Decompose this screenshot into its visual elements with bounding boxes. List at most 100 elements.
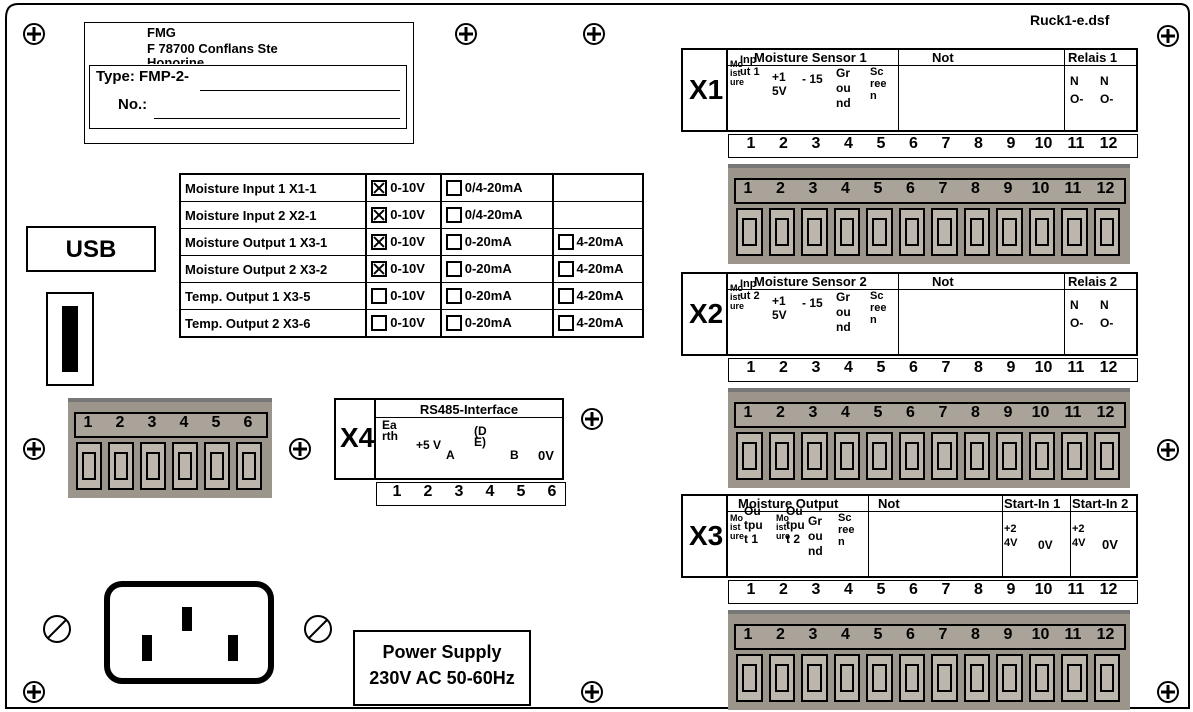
x2-pin-label: Inp ut 2 — [740, 278, 760, 302]
terminal-screw-slot[interactable] — [172, 442, 198, 490]
terminal-screw-slot[interactable] — [963, 654, 990, 702]
terminal-number: 11 — [1064, 180, 1082, 197]
checked-checkbox-icon[interactable] — [371, 180, 388, 197]
terminal-number: 4 — [841, 180, 850, 197]
terminal-screw-slot[interactable] — [1061, 654, 1088, 702]
x3-pin-label: +2 4V — [1072, 523, 1086, 549]
config-option-label: 0-10V — [390, 179, 425, 195]
terminal-screw-slot[interactable] — [833, 654, 860, 702]
pin-number: 9 — [1006, 359, 1016, 376]
terminal-screw-slot[interactable] — [768, 654, 795, 702]
terminal-screw-slot[interactable] — [866, 208, 893, 256]
checkbox-icon[interactable] — [557, 234, 574, 251]
checked-checkbox-icon[interactable] — [371, 261, 388, 278]
checkbox-icon[interactable] — [445, 315, 462, 332]
terminal-screw-slot[interactable] — [996, 208, 1023, 256]
config-option-label: 0-10V — [390, 287, 425, 303]
x4-pin-label: Ea rth — [382, 418, 398, 443]
terminal-screw-slot[interactable] — [236, 442, 262, 490]
terminal-screw-slot[interactable] — [1093, 654, 1120, 702]
terminal-screw-slot[interactable] — [768, 432, 795, 480]
pin-number: 9 — [1006, 135, 1016, 152]
checkbox-icon[interactable] — [371, 315, 388, 332]
checkbox-icon[interactable] — [371, 288, 388, 305]
terminal-screw-slot[interactable] — [801, 432, 828, 480]
terminal-screw-slot[interactable] — [1028, 432, 1055, 480]
terminal-screw-slot[interactable] — [1028, 208, 1055, 256]
config-option-label: 0-20mA — [464, 314, 512, 330]
filename: Ruck1-e.dsf — [1030, 12, 1110, 28]
terminal-screw-slot[interactable] — [931, 654, 958, 702]
terminal-screw-slot[interactable] — [140, 442, 166, 490]
terminal-number: 5 — [873, 404, 883, 421]
terminal-screw-slot[interactable] — [996, 654, 1023, 702]
checkbox-icon[interactable] — [557, 288, 574, 305]
terminal-screw-slot[interactable] — [833, 432, 860, 480]
pin-number: 5 — [876, 135, 886, 152]
slotted-screw-icon — [43, 615, 71, 643]
pin-number: 9 — [1006, 581, 1016, 598]
terminal-screw-slot[interactable] — [963, 208, 990, 256]
company-address-2: Honorine — [147, 55, 205, 64]
terminal-screw-slot[interactable] — [108, 442, 134, 490]
terminal-screw-slot[interactable] — [866, 432, 893, 480]
terminal-screw-slot[interactable] — [768, 208, 795, 256]
checkbox-icon[interactable] — [445, 180, 462, 197]
config-row-label: Moisture Input 2 X2-1 — [179, 201, 367, 229]
terminal-screw-slot[interactable] — [866, 654, 893, 702]
pin-number: 2 — [779, 581, 788, 598]
checkbox-icon[interactable] — [557, 315, 574, 332]
terminal-screw-slot[interactable] — [1093, 208, 1120, 256]
checkbox-icon[interactable] — [445, 261, 462, 278]
checkbox-icon[interactable] — [445, 207, 462, 224]
terminal-screw-slot[interactable] — [898, 208, 925, 256]
terminal-screw-slot[interactable] — [931, 208, 958, 256]
terminal-screw-slot[interactable] — [736, 654, 763, 702]
terminal-screw-slot[interactable] — [1093, 432, 1120, 480]
terminal-number: 1 — [743, 626, 753, 643]
terminal-number: 2 — [776, 626, 785, 643]
terminal-screw-slot[interactable] — [1061, 208, 1088, 256]
screw-icon — [583, 23, 605, 45]
terminal-screw-slot[interactable] — [931, 432, 958, 480]
pin-number: 2 — [423, 483, 433, 500]
pin-number: 10 — [1034, 359, 1053, 376]
terminal-screw-slot[interactable] — [898, 432, 925, 480]
pin-number: 2 — [779, 135, 788, 152]
x3-connector-id: X3 — [681, 494, 731, 578]
pin-number: 4 — [844, 359, 853, 376]
x4-pin-label: (D E) — [474, 424, 487, 449]
x3-pin-label: +2 4V — [1004, 523, 1018, 549]
checkbox-icon[interactable] — [445, 288, 462, 305]
terminal-screw-slot[interactable] — [736, 208, 763, 256]
terminal-number: 2 — [776, 404, 785, 421]
terminal-screw-slot[interactable] — [963, 432, 990, 480]
terminal-number: 3 — [808, 626, 818, 643]
terminal-number: 1 — [83, 414, 93, 431]
terminal-screw-slot[interactable] — [736, 432, 763, 480]
pin-number: 6 — [909, 135, 918, 152]
checkbox-icon[interactable] — [557, 261, 574, 278]
terminal-screw-slot[interactable] — [833, 208, 860, 256]
x3-group-header: Moisture Output — [738, 496, 839, 511]
pin-number: 1 — [746, 135, 756, 152]
terminal-number: 1 — [743, 404, 753, 421]
terminal-screw-slot[interactable] — [996, 432, 1023, 480]
terminal-screw-slot[interactable] — [801, 654, 828, 702]
terminal-screw-slot[interactable] — [801, 208, 828, 256]
terminal-screw-slot[interactable] — [76, 442, 102, 490]
terminal-screw-slot[interactable] — [1028, 654, 1055, 702]
checkbox-icon[interactable] — [445, 234, 462, 251]
usb-port — [46, 292, 94, 386]
checked-checkbox-icon[interactable] — [371, 207, 388, 224]
terminal-screw-slot[interactable] — [204, 442, 230, 490]
checked-checkbox-icon[interactable] — [371, 234, 388, 251]
terminal-screw-slot[interactable] — [898, 654, 925, 702]
terminal-screw-slot[interactable] — [1061, 432, 1088, 480]
terminal-number: 1 — [743, 180, 753, 197]
